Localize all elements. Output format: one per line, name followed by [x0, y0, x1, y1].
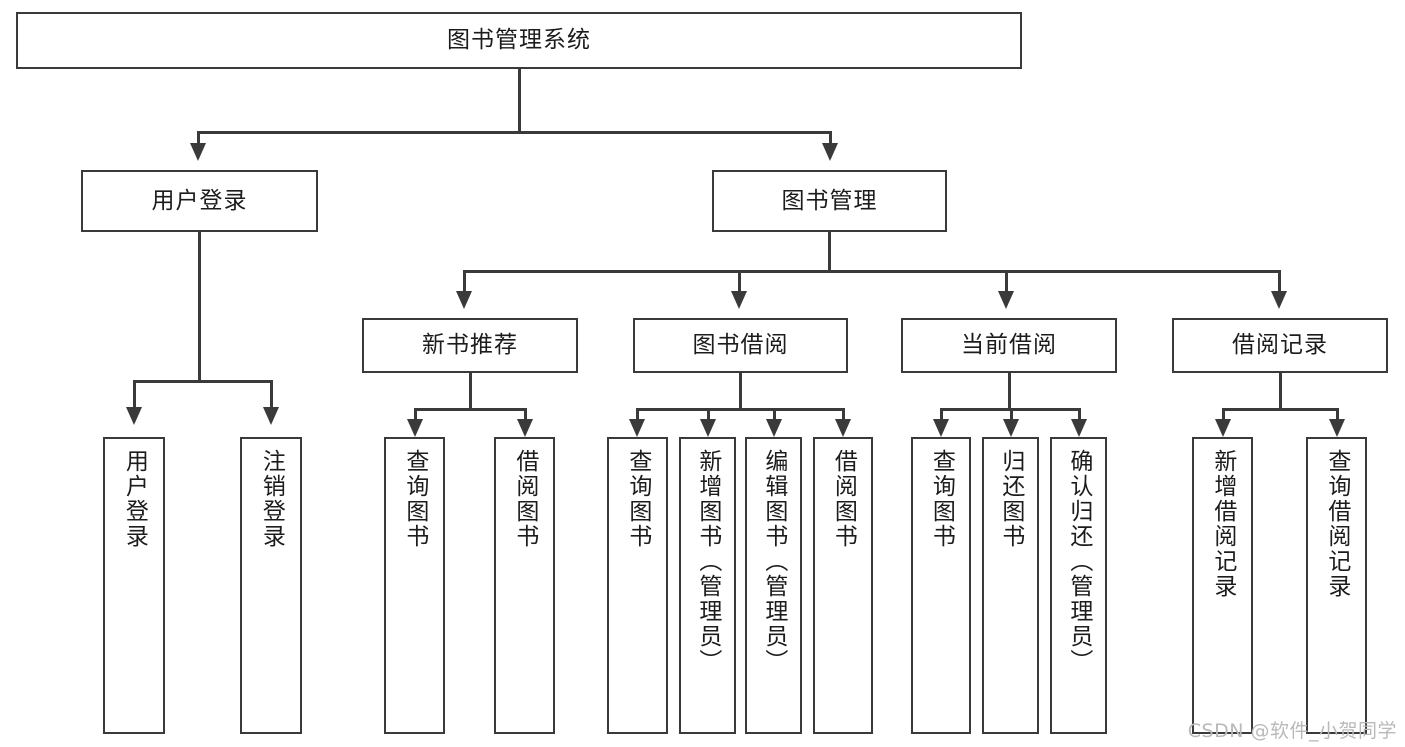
connector-bb-drop-1: [636, 408, 639, 420]
arrow-to-leaf-query-record: [1329, 419, 1345, 437]
connector-br-drop-2: [1336, 408, 1339, 420]
arrow-to-borrow-record: [1271, 291, 1287, 309]
connector-br-bus: [1222, 408, 1338, 411]
node-user-login[interactable]: 用户登录: [81, 170, 318, 232]
connector-user-login-drop-2: [270, 380, 273, 408]
leaf-user-login-label: 用户登录: [121, 449, 148, 549]
connector-root-bus: [197, 131, 831, 134]
node-book-manage-label: 图书管理: [781, 187, 878, 214]
node-user-login-label: 用户登录: [151, 187, 248, 214]
connector-cb-drop-3: [1078, 408, 1081, 420]
connector-br-drop-1: [1222, 408, 1225, 420]
connector-root-drop-left: [197, 131, 200, 144]
connector-user-login-bus: [133, 380, 272, 383]
node-new-book-rec-label: 新书推荐: [422, 332, 518, 359]
leaf-borrow-book-2[interactable]: 借阅图书: [813, 437, 873, 734]
connector-nbr-bus: [414, 408, 526, 411]
arrow-to-leaf-add-book: [700, 419, 716, 437]
arrow-to-book-manage: [822, 143, 838, 161]
connector-book-manage-stem: [828, 232, 831, 270]
node-book-borrow-label: 图书借阅: [692, 332, 789, 359]
arrow-to-leaf-query-book-3: [933, 419, 949, 437]
connector-cb-drop-2: [1010, 408, 1013, 420]
leaf-user-login[interactable]: 用户登录: [103, 437, 165, 734]
connector-nbr-stem: [469, 373, 472, 408]
watermark: CSDN @软件_小贺同学: [1187, 720, 1397, 742]
connector-cb-stem: [1008, 373, 1011, 408]
leaf-query-book-1[interactable]: 查询图书: [384, 437, 445, 734]
leaf-edit-book[interactable]: 编辑图书（管理员）: [745, 437, 802, 734]
connector-user-login-drop-1: [133, 380, 136, 408]
leaf-query-book-3[interactable]: 查询图书: [911, 437, 971, 734]
leaf-query-record-label: 查询借阅记录: [1323, 449, 1350, 599]
connector-bb-stem: [739, 373, 742, 408]
arrow-to-leaf-query-book-1: [407, 419, 423, 437]
leaf-query-book-2[interactable]: 查询图书: [607, 437, 668, 734]
connector-bb-bus: [636, 408, 844, 411]
node-new-book-rec[interactable]: 新书推荐: [362, 318, 578, 373]
connector-nbr-drop-1: [414, 408, 417, 420]
leaf-query-book-1-label: 查询图书: [401, 449, 428, 549]
node-current-borrow[interactable]: 当前借阅: [901, 318, 1117, 373]
leaf-add-record[interactable]: 新增借阅记录: [1192, 437, 1253, 734]
connector-root-stem: [518, 69, 521, 131]
arrow-to-book-borrow: [731, 291, 747, 309]
node-current-borrow-label: 当前借阅: [961, 332, 1057, 359]
connector-bb-drop-3: [773, 408, 776, 420]
leaf-add-book-label: 新增图书（管理员）: [694, 449, 721, 674]
arrow-to-leaf-confirm-return: [1071, 419, 1087, 437]
connector-br-stem: [1279, 373, 1282, 408]
arrow-to-user-login: [190, 143, 206, 161]
leaf-logout[interactable]: 注销登录: [240, 437, 302, 734]
arrow-to-leaf-edit-book: [766, 419, 782, 437]
arrow-to-leaf-query-book-2: [629, 419, 645, 437]
connector-book-manage-bus: [463, 270, 1280, 273]
leaf-borrow-book-2-label: 借阅图书: [830, 449, 857, 549]
arrow-to-leaf-add-record: [1215, 419, 1231, 437]
node-book-manage[interactable]: 图书管理: [712, 170, 947, 232]
connector-root-drop-right: [829, 131, 832, 144]
leaf-add-record-label: 新增借阅记录: [1209, 449, 1236, 599]
leaf-confirm-return[interactable]: 确认归还（管理员）: [1050, 437, 1107, 734]
connector-bm-drop-4: [1278, 270, 1281, 292]
connector-bb-drop-2: [707, 408, 710, 420]
leaf-edit-book-label: 编辑图书（管理员）: [760, 449, 787, 674]
arrow-to-leaf-logout: [263, 407, 279, 425]
leaf-query-record[interactable]: 查询借阅记录: [1306, 437, 1367, 734]
connector-bb-drop-4: [842, 408, 845, 420]
leaf-borrow-book-1-label: 借阅图书: [511, 449, 538, 549]
leaf-query-book-3-label: 查询图书: [928, 449, 955, 549]
node-root-label: 图书管理系统: [447, 27, 591, 54]
arrow-to-current-borrow: [998, 291, 1014, 309]
node-root[interactable]: 图书管理系统: [16, 12, 1022, 69]
arrow-to-leaf-borrow-book-1: [517, 419, 533, 437]
connector-nbr-drop-2: [524, 408, 527, 420]
leaf-add-book[interactable]: 新增图书（管理员）: [679, 437, 736, 734]
connector-bm-drop-2: [738, 270, 741, 292]
leaf-query-book-2-label: 查询图书: [624, 449, 651, 549]
connector-user-login-stem: [198, 232, 201, 380]
leaf-logout-label: 注销登录: [258, 449, 285, 549]
arrow-to-leaf-user-login: [126, 407, 142, 425]
connector-cb-drop-1: [940, 408, 943, 420]
node-book-borrow[interactable]: 图书借阅: [633, 318, 848, 373]
arrow-to-leaf-borrow-book-2: [835, 419, 851, 437]
node-borrow-record[interactable]: 借阅记录: [1172, 318, 1388, 373]
node-borrow-record-label: 借阅记录: [1232, 332, 1328, 359]
leaf-borrow-book-1[interactable]: 借阅图书: [494, 437, 555, 734]
arrow-to-new-book-rec: [456, 291, 472, 309]
leaf-confirm-return-label: 确认归还（管理员）: [1065, 449, 1092, 674]
leaf-return-book[interactable]: 归还图书: [982, 437, 1039, 734]
connector-bm-drop-1: [463, 270, 466, 292]
arrow-to-leaf-return-book: [1003, 419, 1019, 437]
connector-bm-drop-3: [1005, 270, 1008, 292]
leaf-return-book-label: 归还图书: [997, 449, 1024, 549]
